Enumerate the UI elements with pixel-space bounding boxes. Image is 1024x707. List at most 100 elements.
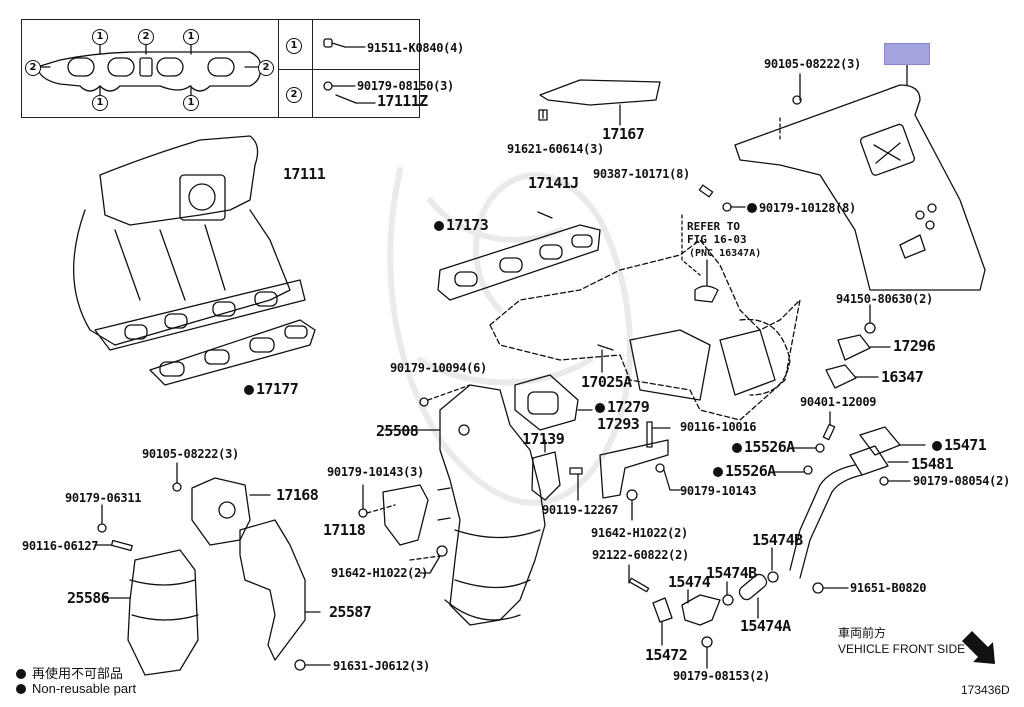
bolt-91631-icon [294,659,331,671]
insulator-17118-drawing [382,484,429,546]
insulator-17168-drawing [191,477,271,546]
turbo-gasket-17279-drawing [514,374,593,431]
part-label-15471[interactable]: 15471 [932,438,987,453]
bolt-91642b-icon [409,545,448,574]
insulator-25587-drawing [239,519,321,661]
non-reusable-dot-icon [16,684,26,694]
part-label-90179-06311[interactable]: 90179-06311 [65,491,142,505]
part-label-15481[interactable]: 15481 [911,455,954,473]
part-label-90116-06127[interactable]: 90116-06127 [22,539,99,553]
part-label-17025A[interactable]: 17025A [581,373,632,391]
part-label-17173[interactable]: 17173 [434,218,489,233]
legend-text: Non-reusable part [32,681,137,696]
part-label-90179-10143[interactable]: 90179-10143 [680,484,757,498]
part-label-90179-08153[interactable]: 90179-08153(2) [673,669,770,683]
part-label-91642-a[interactable]: 91642-H1022(2) [591,526,688,540]
part-label-91621[interactable]: 91621-60614(3) [507,142,604,156]
part-label-17168[interactable]: 17168 [276,486,319,504]
nut-90179-10128-icon [722,202,746,212]
part-label-15474B-1[interactable]: 15474B [706,564,757,582]
nut-90179-06311-icon [97,504,107,533]
part-label-16347[interactable]: 16347 [881,368,924,386]
part-label-15526A-1[interactable]: 15526A [732,440,795,455]
vehicle-front-japanese: 車両前方 [838,626,887,640]
part-label-25587[interactable]: 25587 [329,603,372,621]
bolt-90119-icon [569,467,583,501]
part-label-17141J[interactable]: 17141J [528,174,579,192]
part-label-17118[interactable]: 17118 [323,521,366,539]
bolt-91651-icon [812,582,849,594]
part-label-25586[interactable]: 25586 [67,589,110,607]
nut-90179-08054-icon [879,476,911,486]
part-label-90105-a[interactable]: 90105-08222(3) [764,57,861,71]
stud-17025A-icon [597,344,614,351]
part-label-91631[interactable]: 91631-J0612(3) [333,659,430,673]
part-label-90179-08150[interactable]: 90179-08150(3) [357,79,454,93]
part-label-90401[interactable]: 90401-12009 [800,395,877,409]
part-label-94150[interactable]: 94150-80630(2) [836,292,933,306]
table-row-key: 1 [286,38,302,54]
clamp-15474B-1-icon [722,581,734,606]
fastener-table [21,19,420,118]
part-label-90179-10143-3[interactable]: 90179-10143(3) [327,465,424,479]
part-label-17111Z[interactable]: 17111Z [377,92,428,110]
intake-gasket-drawing [149,319,316,386]
part-label-90105-b[interactable]: 90105-08222(3) [142,447,239,461]
stud-90387-icon [698,184,714,198]
part-label-90116-10016[interactable]: 90116-10016 [680,420,757,434]
part-label-17139[interactable]: 17139 [522,430,565,448]
gasket-15472-drawing [652,597,673,646]
non-reusable-dot-icon [16,669,26,679]
bracket-17293-drawing [599,439,669,499]
part-label-90387[interactable]: 90387-10171(8) [593,167,690,181]
part-label-15474[interactable]: 15474 [668,573,711,591]
part-label-17177[interactable]: 17177 [244,382,299,397]
highlight-callout-box[interactable] [884,43,930,65]
refer-note-line1: REFER TO [687,220,740,233]
part-label-15526A-2[interactable]: 15526A [713,464,776,479]
water-pipe-drawing [789,426,926,579]
stud-icon [335,94,376,104]
intake-manifold-drawing [73,135,306,351]
refer-note-line2[interactable]: FIG 16-03 [687,233,747,246]
stay-17139-drawing [531,439,561,501]
stud-90116-10016-icon [646,421,671,448]
part-label-17167[interactable]: 17167 [602,125,645,143]
bolt-icon [323,38,366,48]
part-label-25508[interactable]: 25508 [376,422,419,440]
part-label-91651[interactable]: 91651-B0820 [850,581,927,595]
turbine-housing-drawing [629,329,776,401]
gasket-marker-top: 1 [183,29,199,45]
gasket-16347-drawing [825,364,879,389]
part-label-90179-08054[interactable]: 90179-08054(2) [913,474,1010,488]
part-label-17111[interactable]: 17111 [283,165,326,183]
part-label-90179-10128[interactable]: 90179-10128(8) [747,202,856,214]
nut-90179-10143-icon [655,463,681,491]
part-label-17296[interactable]: 17296 [893,337,936,355]
table-divider [278,20,279,117]
nut-90179-10143-3-icon [358,484,396,518]
exhaust-gasket-drawing [437,211,601,301]
bracket-17167-drawing [538,79,661,126]
hose-15474A-drawing [738,573,768,619]
gasket-marker-top: 1 [92,29,108,45]
part-label-92122[interactable]: 92122-60822(2) [592,548,689,562]
part-label-17293[interactable]: 17293 [597,415,640,433]
figure-id: 173436D [961,683,1010,697]
stud-90116-06127-icon [94,539,133,552]
part-label-90119[interactable]: 90119-12267 [542,503,619,517]
part-label-91511[interactable]: 91511-K0840(4) [367,41,464,55]
table-divider [278,69,419,70]
gasket-15526A-1-icon [789,443,825,453]
part-label-15474B-2[interactable]: 15474B [752,531,803,549]
cover-17296-drawing [837,304,891,361]
part-label-91642-b[interactable]: 91642-H1022(2) [331,566,428,580]
catalytic-converter-drawing [384,384,546,626]
part-label-17279[interactable]: 17279 [595,400,650,415]
table-divider [312,20,313,117]
part-label-15472[interactable]: 15472 [645,646,688,664]
nut-90179-08153-icon [701,636,713,669]
part-label-90179-10094[interactable]: 90179-10094(6) [390,361,487,375]
part-label-15474A[interactable]: 15474A [740,617,791,635]
